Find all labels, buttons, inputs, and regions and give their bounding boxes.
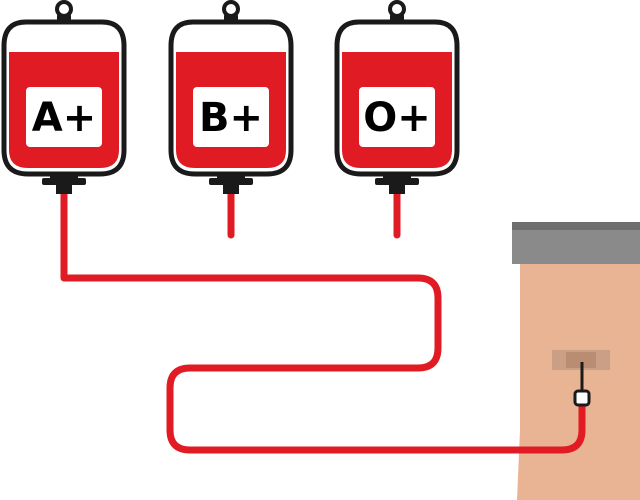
bag-hanger-ring bbox=[55, 0, 73, 18]
catheter-port bbox=[573, 389, 591, 407]
arm-icon bbox=[512, 222, 640, 500]
bag-clamp bbox=[389, 184, 405, 194]
sleeve-cuff-shadow bbox=[512, 222, 640, 230]
bag-port bbox=[217, 172, 245, 180]
bag-label-box bbox=[26, 87, 102, 147]
bag-label: B+ bbox=[199, 95, 263, 141]
bag-port bbox=[383, 172, 411, 180]
bag-hanger-ring bbox=[222, 0, 240, 18]
iv-tube-icon bbox=[60, 190, 586, 454]
blood-bag-icon: B+ bbox=[168, 0, 294, 194]
bag-hanger-ring bbox=[388, 0, 406, 18]
forearm bbox=[517, 264, 640, 500]
bag-clamp bbox=[56, 184, 72, 194]
bag-connector bbox=[375, 178, 419, 185]
catheter-icon bbox=[573, 362, 591, 407]
bag-label-box bbox=[193, 87, 269, 147]
bandage-pad bbox=[566, 352, 596, 368]
bag-connector bbox=[42, 178, 86, 185]
blood-bag-icon: A+ bbox=[1, 0, 127, 194]
bag-label: A+ bbox=[32, 95, 96, 141]
bag-clamp bbox=[223, 184, 239, 194]
bag-label: O+ bbox=[363, 95, 431, 141]
blood-bag-icon: O+ bbox=[334, 0, 460, 194]
bag-connector bbox=[209, 178, 253, 185]
bag-label-box bbox=[359, 87, 435, 147]
bag-port bbox=[50, 172, 78, 180]
